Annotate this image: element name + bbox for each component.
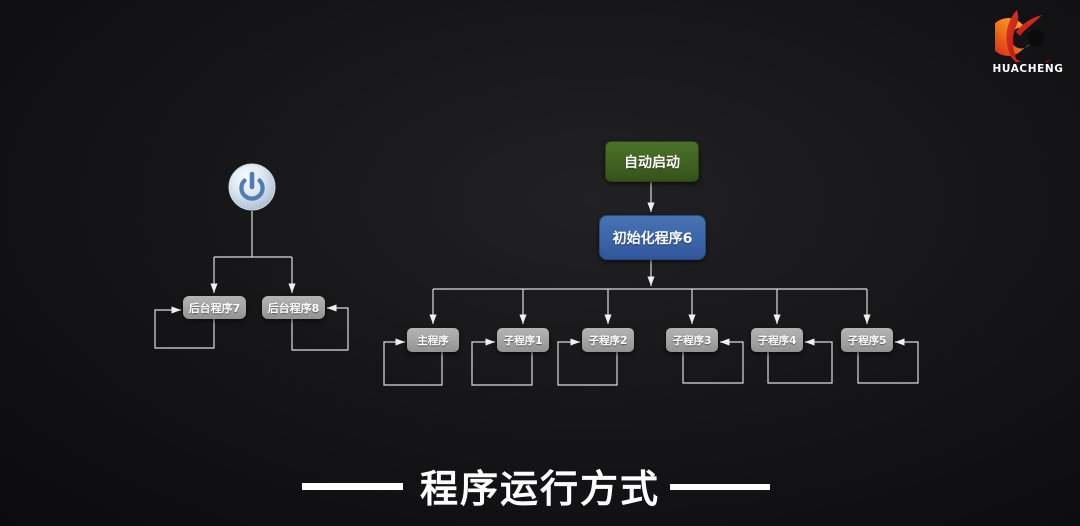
flow-node-sub-program-1: 子程序1: [497, 328, 549, 352]
flow-node-sub-program-3: 子程序3: [666, 328, 718, 352]
flow-node-sub-program-5: 子程序5: [841, 328, 893, 352]
title-divider-left: [302, 483, 403, 490]
flow-node-sub-program-2: 子程序2: [582, 328, 634, 352]
flow-node-background-program-8: 后台程序8: [262, 296, 325, 319]
flow-node-main-program: 主程序: [407, 328, 459, 352]
flow-node-init-program-6: 初始化程序6: [599, 215, 706, 260]
huacheng-logo-icon: [989, 8, 1061, 67]
title-divider-right: [670, 484, 770, 490]
power-icon: [226, 161, 278, 213]
page-title: 程序运行方式: [419, 467, 660, 511]
flow-node-background-program-7: 后台程序7: [183, 296, 246, 319]
brand-name: HUACHENG: [992, 63, 1064, 75]
flow-node-sub-program-4: 子程序4: [751, 328, 803, 352]
flow-node-auto-start: 自动启动: [605, 141, 699, 182]
